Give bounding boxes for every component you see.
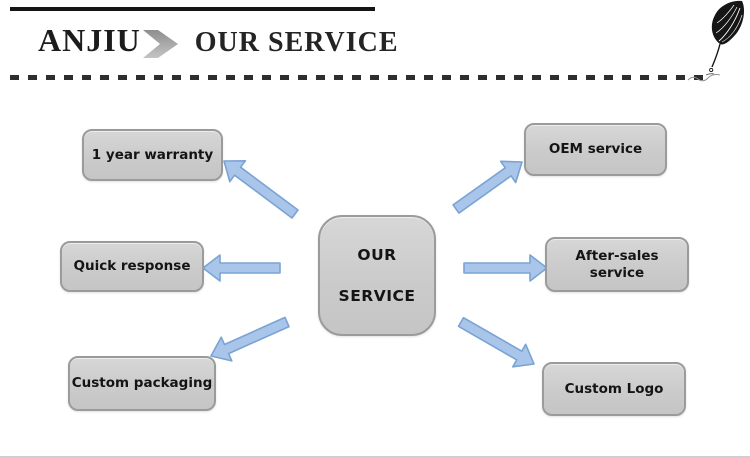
node-oem-service: OEM service xyxy=(524,123,667,176)
brand-logo-text: ANJIU xyxy=(38,22,141,58)
node-1-year-warranty: 1 year warranty xyxy=(82,129,223,181)
center-line-1: OUR xyxy=(357,245,397,264)
node-label: OEM service xyxy=(548,141,643,158)
node-our-service-center: OUR SERVICE xyxy=(318,215,436,336)
arrow-center-to-warranty xyxy=(223,160,299,219)
node-after-sales-service: After-sales service xyxy=(545,237,689,292)
node-label: 1 year warranty xyxy=(91,146,214,163)
arrow-center-to-after-sales xyxy=(463,254,548,282)
node-label: Custom packaging xyxy=(71,375,213,392)
center-line-2: SERVICE xyxy=(338,286,416,305)
node-custom-packaging: Custom packaging xyxy=(68,356,216,411)
dashed-divider xyxy=(10,75,705,80)
node-custom-logo: Custom Logo xyxy=(542,362,686,416)
header: ANJIU OUR SERVICE xyxy=(38,22,399,59)
node-label: Custom Logo xyxy=(564,380,664,397)
arrow-center-to-oem-service xyxy=(452,160,523,214)
arrow-center-to-quick-response xyxy=(202,254,281,282)
quill-pen-icon xyxy=(687,0,744,82)
node-label: After-sales service xyxy=(575,248,659,281)
arrow-center-to-custom-logo xyxy=(457,316,535,368)
arrow-center-to-custom-packaging xyxy=(210,316,290,362)
chevron-right-icon xyxy=(142,29,178,58)
node-label: Quick response xyxy=(73,258,191,275)
page-title: OUR SERVICE xyxy=(194,27,399,58)
header-top-rule xyxy=(10,7,375,11)
node-quick-response: Quick response xyxy=(60,241,204,292)
